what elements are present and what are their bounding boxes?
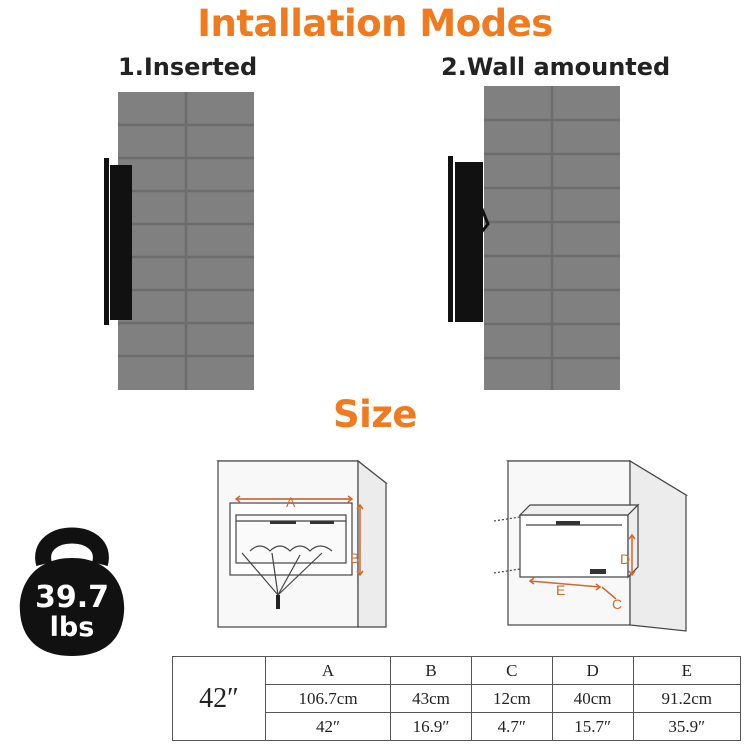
mode-wall-mounted-label: 2.Wall amounted xyxy=(441,53,671,81)
size-table: 42″ A B C D E 106.7cm 43cm 12cm 40cm 91.… xyxy=(172,656,742,741)
weight-unit: lbs xyxy=(49,612,95,643)
side-size-diagram: D E C xyxy=(493,459,689,632)
header-d: D xyxy=(551,656,634,685)
mounted-fireplace-body xyxy=(455,162,483,322)
mode-inserted-label: 1.Inserted xyxy=(118,53,258,81)
table-cell: 106.7cm xyxy=(264,684,392,713)
table-cell: 16.9″ xyxy=(390,712,472,741)
table-cell: 91.2cm xyxy=(632,684,742,713)
header-a: A xyxy=(264,656,392,685)
inserted-fireplace-frame xyxy=(104,158,109,325)
table-cell: 4.7″ xyxy=(470,712,553,741)
dimension-d-line xyxy=(628,533,636,577)
table-cell: 40cm xyxy=(551,684,634,713)
table-cell: 12cm xyxy=(470,684,553,713)
dimension-b-label: B xyxy=(350,550,359,566)
table-cell: 42″ xyxy=(264,712,392,741)
table-cell: 15.7″ xyxy=(551,712,634,741)
kettlebell-icon xyxy=(19,527,125,656)
dimension-d-label: D xyxy=(620,551,630,567)
inserted-mode-illustration xyxy=(104,92,254,390)
dimension-e-label: E xyxy=(556,582,565,598)
header-e: E xyxy=(632,656,742,685)
front-size-diagram: A B xyxy=(216,459,388,628)
model-size-cell: 42″ xyxy=(172,656,266,741)
inserted-fireplace-body xyxy=(110,165,132,320)
dimension-c-line xyxy=(601,586,617,600)
table-header-row: 42″ A B C D E xyxy=(172,656,742,741)
size-title: Size xyxy=(333,393,417,436)
brick-grout xyxy=(118,92,254,390)
wall-bracket-icon xyxy=(478,203,490,235)
dimension-c-label: C xyxy=(612,596,622,612)
dimension-b-line xyxy=(356,503,364,577)
table-cell: 43cm xyxy=(390,684,472,713)
page-title: Intallation Modes xyxy=(197,2,553,45)
brick-grout xyxy=(484,86,620,390)
table-row-inch: 42″ 16.9″ 4.7″ 15.7″ 35.9″ xyxy=(173,712,742,741)
weight-value: 39.7 xyxy=(34,580,110,615)
dimension-a-line xyxy=(234,495,354,503)
table-cell: 35.9″ xyxy=(632,712,742,741)
header-c: C xyxy=(470,656,553,685)
header-b: B xyxy=(390,656,472,685)
mounted-fireplace-frame xyxy=(448,156,453,322)
dimension-a-label: A xyxy=(286,494,296,510)
dimension-e-line xyxy=(528,577,602,591)
wall-mounted-mode-illustration xyxy=(448,86,620,390)
